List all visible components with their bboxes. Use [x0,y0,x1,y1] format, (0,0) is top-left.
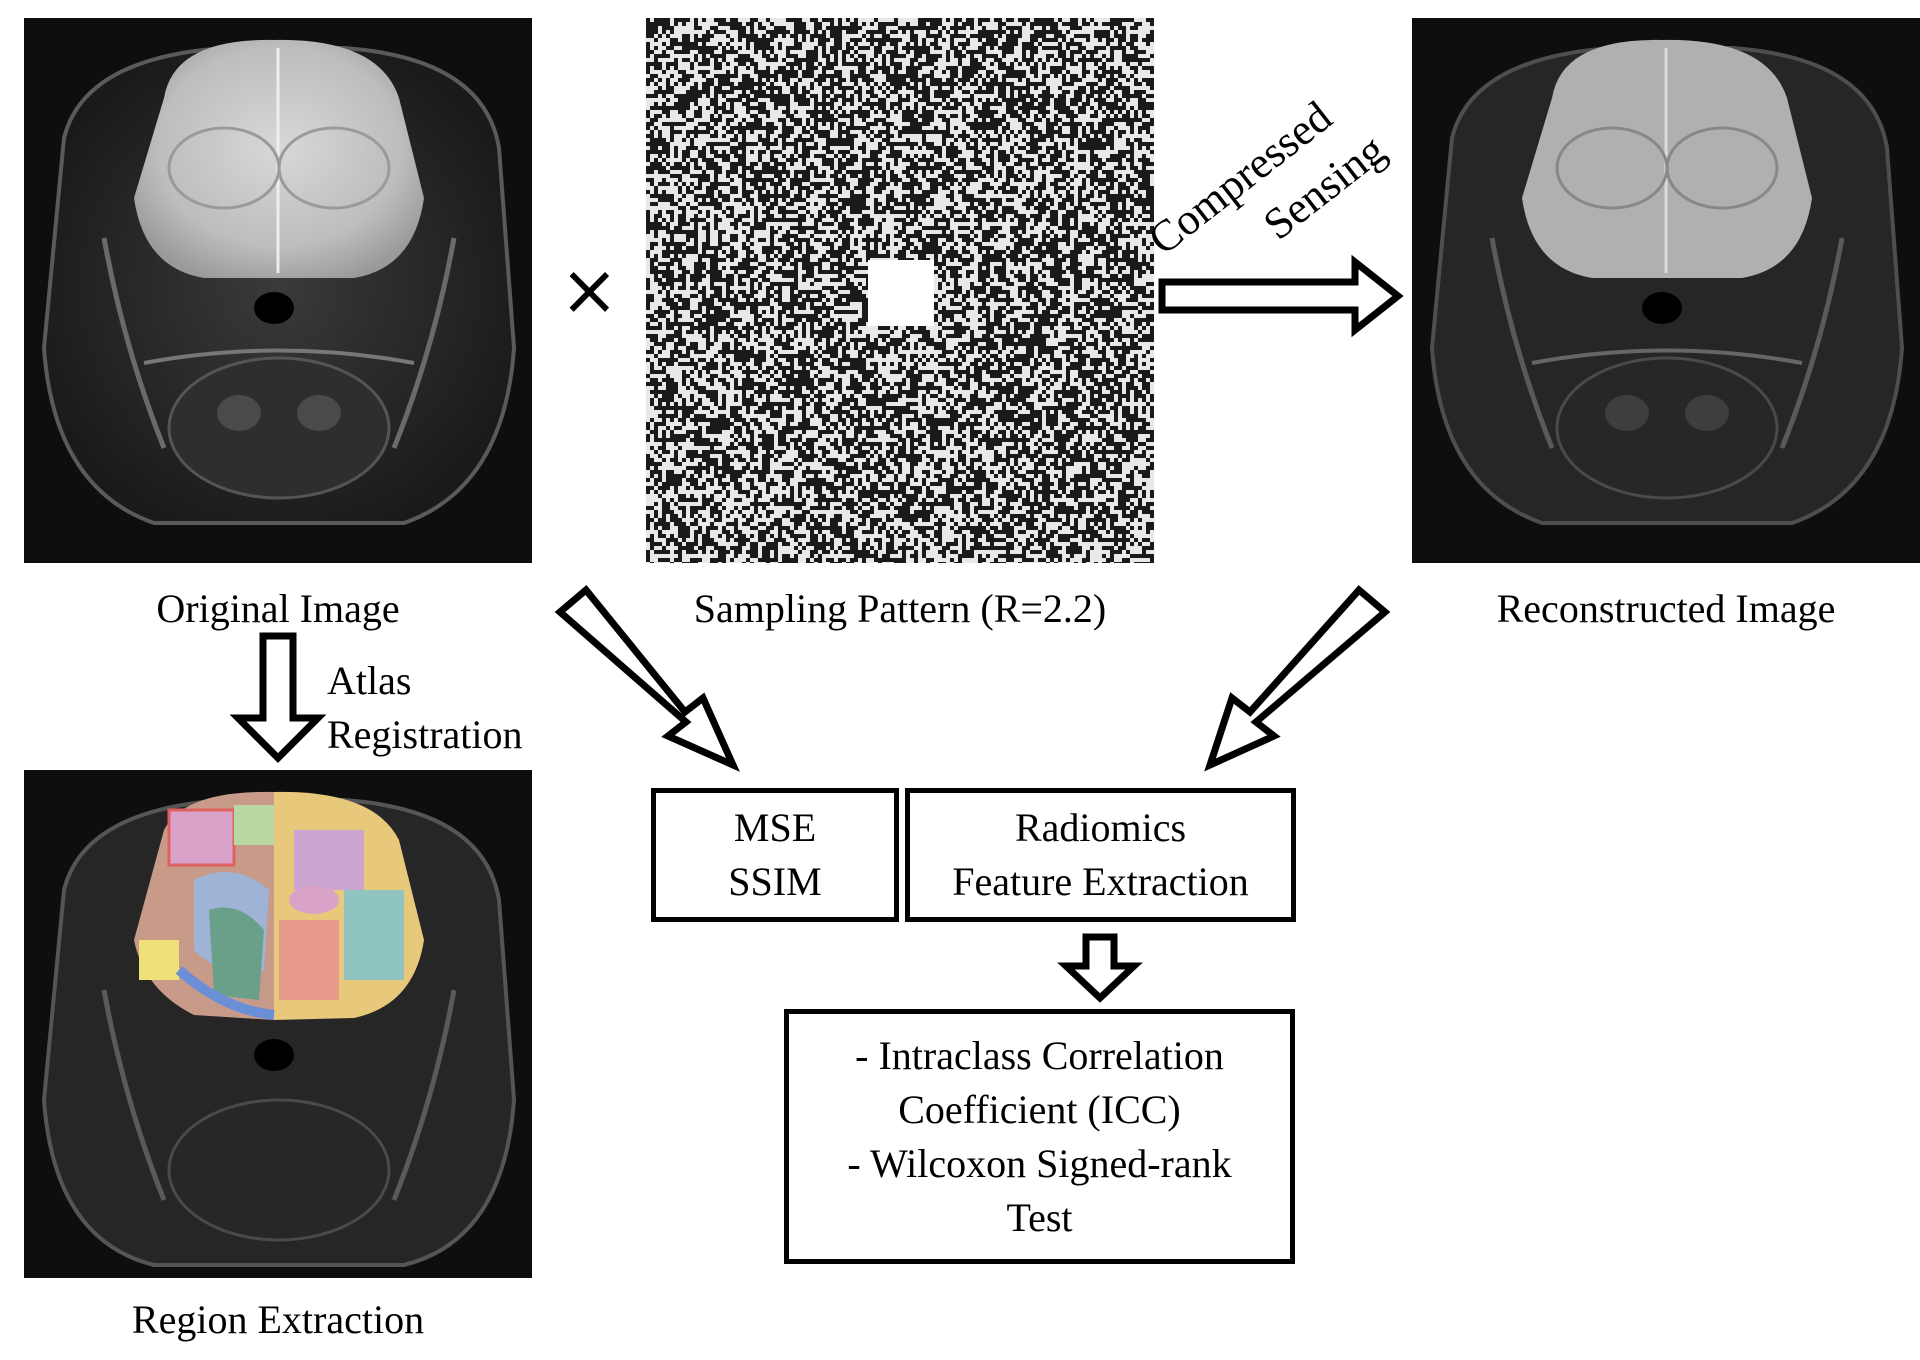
radiomics-label: Radiomics [1014,805,1187,850]
metrics-box: MSE SSIM [651,788,899,922]
wilcoxon-line-2: Test [1006,1194,1073,1240]
atlas-label: Atlas [327,658,412,703]
radiomics-to-stats-arrow [1057,933,1143,1003]
statistics-box: - Intraclass Correlation Coefficient (IC… [784,1009,1295,1264]
atlas-regions [134,791,424,1020]
reconstructed-to-radiomics-arrow [1204,585,1391,772]
reconstructed-image-panel [1412,18,1920,563]
atlas-overlay-image [24,770,532,1278]
icc-line-2: Coefficient (ICC) [898,1086,1181,1132]
compressed-sensing-arrow [1158,254,1404,338]
original-mri-image [24,18,532,563]
ssim-label: SSIM [728,859,822,904]
reconstructed-image-caption: Reconstructed Image [1496,586,1836,631]
region-extraction-caption: Region Extraction [131,1297,425,1342]
registration-label: Registration [327,712,523,757]
atlas-registration-arrow [229,632,327,763]
reconstructed-mri-image [1412,18,1920,563]
original-image-caption: Original Image [156,586,400,631]
original-to-metrics-arrow [554,585,740,772]
mse-label: MSE [733,805,817,850]
radiomics-box: Radiomics Feature Extraction [905,788,1296,922]
fully-sampled-center [868,260,934,326]
sampling-pattern-caption: Sampling Pattern (R=2.2) [693,586,1107,631]
wilcoxon-line-1: - Wilcoxon Signed-rank [847,1140,1232,1186]
multiply-symbol: × [560,249,619,331]
region-extraction-panel [24,770,532,1278]
icc-line-1: - Intraclass Correlation [855,1032,1224,1078]
original-image-panel [24,18,532,563]
feature-extraction-label: Feature Extraction [952,859,1249,904]
sampling-pattern-panel [646,18,1154,563]
sampling-pattern-image [646,18,1154,563]
